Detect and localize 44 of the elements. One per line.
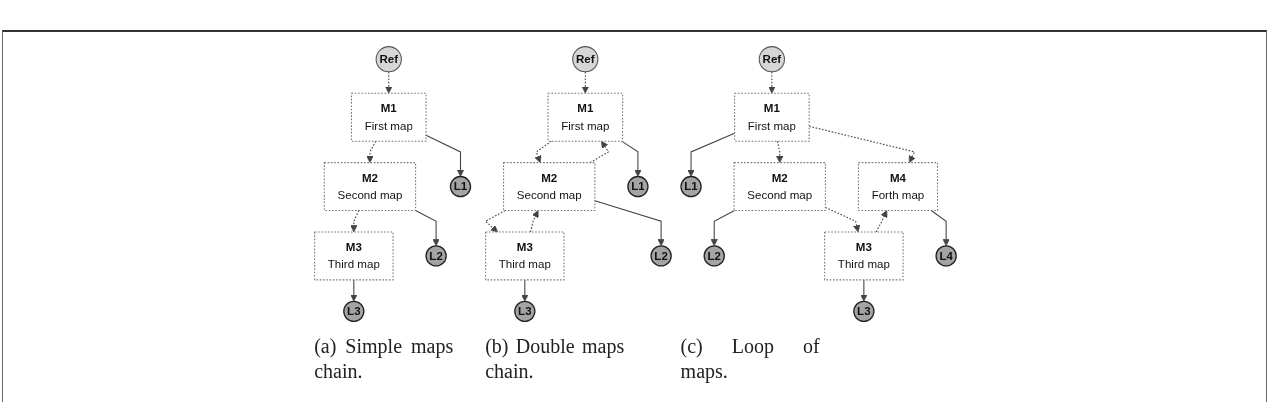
circle-node: L3 xyxy=(342,300,365,323)
arrow xyxy=(620,140,642,177)
circle-node: Ref xyxy=(571,46,599,73)
process-box: M3 Third map xyxy=(823,231,904,281)
arrow xyxy=(365,140,376,163)
process-box: M2 Second map xyxy=(323,162,416,212)
arrow xyxy=(349,279,358,302)
arrow xyxy=(425,134,464,177)
arrow xyxy=(710,209,735,247)
arrow xyxy=(384,71,392,94)
circle-node: Ref xyxy=(758,46,785,73)
circle-node: L1 xyxy=(626,175,649,198)
process-box: M2 Second map xyxy=(733,162,826,212)
circle-node: L4 xyxy=(935,245,957,267)
process-box: M1 First map xyxy=(547,92,623,142)
caption-text: (b) Double maps chain. xyxy=(485,334,625,384)
arrow xyxy=(484,209,506,233)
arrow xyxy=(859,279,868,302)
arrow xyxy=(581,71,589,94)
arrow xyxy=(534,140,552,163)
circle-node: L1 xyxy=(449,175,471,198)
circle-node: L2 xyxy=(650,245,672,267)
process-box: M4 Forth map xyxy=(857,162,938,212)
arrow xyxy=(349,209,359,233)
arrow xyxy=(930,209,950,247)
arrow xyxy=(414,209,440,247)
circle-node: L2 xyxy=(703,245,725,267)
process-box: M3 Third map xyxy=(313,231,394,281)
caption-text: (a) Simple maps chain. xyxy=(314,334,454,384)
process-box: M1 First map xyxy=(733,92,810,142)
circle-node: L3 xyxy=(513,300,536,323)
arrow xyxy=(687,132,735,177)
arrow xyxy=(520,279,529,302)
caption-text: (c) Loop of maps. xyxy=(680,334,820,384)
process-box: M2 Second map xyxy=(502,162,595,212)
circle-node: L2 xyxy=(425,245,447,267)
process-box: M1 First map xyxy=(350,92,427,142)
circle-node: L3 xyxy=(852,300,875,323)
process-box: M3 Third map xyxy=(484,231,565,281)
arrow xyxy=(767,71,776,94)
arrow xyxy=(589,140,609,164)
arrow xyxy=(875,210,887,233)
circle-node: L1 xyxy=(679,175,702,198)
circle-node: Ref xyxy=(375,46,402,73)
